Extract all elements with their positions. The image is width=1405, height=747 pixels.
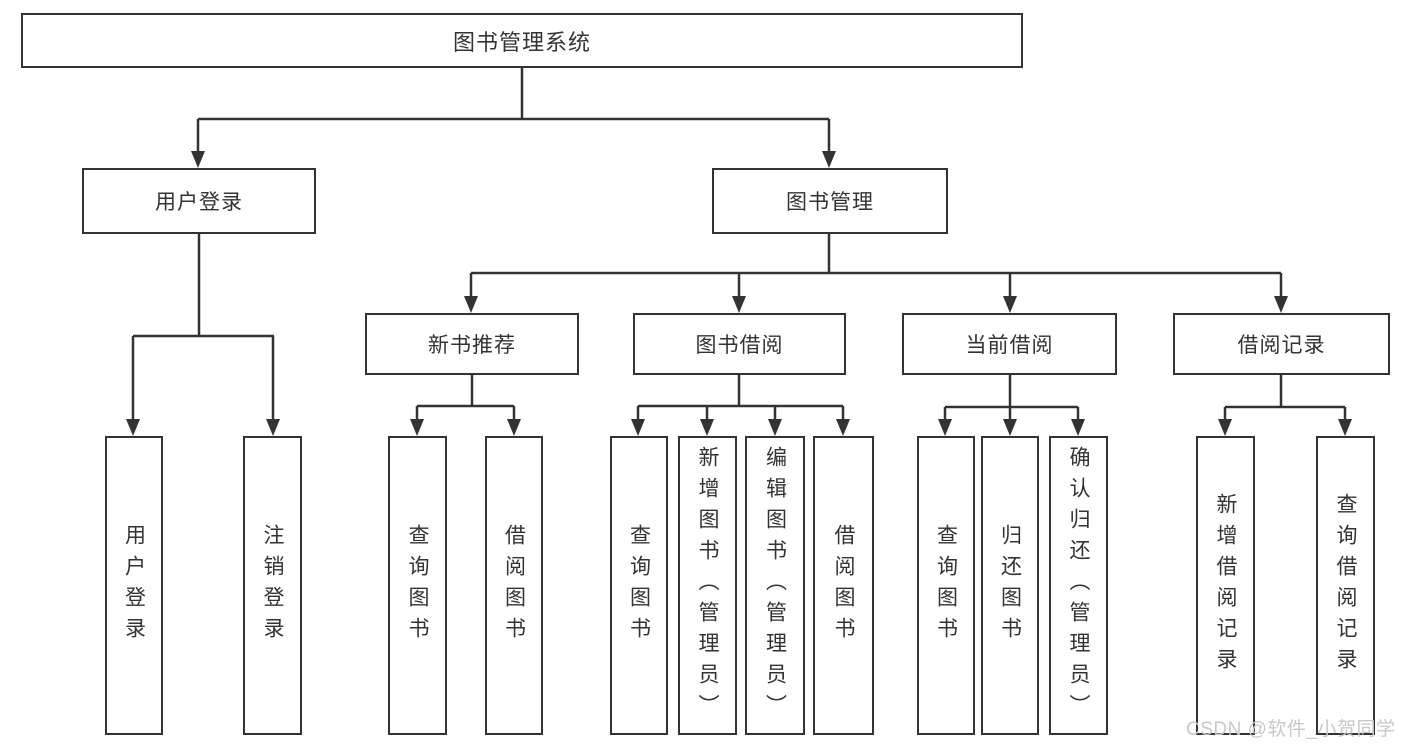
node-leaf-query-borrow-record: 查询借阅记录 (1316, 436, 1375, 735)
node-leaf-borrow-books-recommend: 借阅图书 (485, 436, 543, 735)
connector-borrow-record-split (1218, 375, 1352, 436)
node-book-borrow: 图书借阅 (633, 313, 846, 375)
arrow-head (1218, 419, 1232, 436)
arrow-head (507, 419, 521, 436)
arrow-head (732, 296, 746, 313)
node-book-management: 图书管理 (712, 168, 948, 234)
arrow-head (836, 419, 850, 436)
node-root: 图书管理系统 (21, 13, 1023, 68)
arrow-head (631, 419, 645, 436)
arrow-head (464, 296, 478, 313)
node-leaf-confirm-return-admin: 确认归还（管理员） (1049, 436, 1108, 735)
connector-book-mgmt-split (464, 234, 1288, 313)
node-leaf-user-login: 用户登录 (105, 436, 163, 735)
arrow-head (1338, 419, 1352, 436)
watermark: CSDN @软件_小贺同学 (1186, 719, 1396, 740)
arrow-head (191, 151, 205, 168)
arrow-head (1003, 419, 1017, 436)
node-borrow-record: 借阅记录 (1173, 313, 1390, 375)
node-user-login: 用户登录 (82, 168, 316, 234)
arrow-head (266, 419, 280, 436)
node-leaf-query-books-recommend: 查询图书 (388, 436, 447, 735)
node-leaf-edit-books-admin: 编辑图书（管理员） (745, 436, 805, 735)
connector-current-borrow-split (938, 375, 1085, 436)
connector-book-borrow-split (631, 375, 850, 436)
node-leaf-query-books: 查询图书 (610, 436, 668, 735)
connector-root-split (191, 68, 836, 168)
arrow-head (1071, 419, 1085, 436)
arrow-head (822, 151, 836, 168)
node-leaf-borrow-books: 借阅图书 (813, 436, 874, 735)
arrow-head (768, 419, 782, 436)
node-leaf-logout: 注销登录 (243, 436, 302, 735)
node-leaf-query-books-current: 查询图书 (917, 436, 975, 735)
connector-new-book-rec-split (410, 375, 521, 436)
node-leaf-add-books-admin: 新增图书（管理员） (678, 436, 737, 735)
arrow-head (700, 419, 714, 436)
arrow-head (126, 419, 140, 436)
arrow-head (1003, 296, 1017, 313)
arrow-head (938, 419, 952, 436)
connector-user-login-split (126, 234, 280, 436)
node-current-borrow: 当前借阅 (902, 313, 1117, 375)
node-leaf-return-books: 归还图书 (981, 436, 1039, 735)
node-leaf-add-borrow-record: 新增借阅记录 (1196, 436, 1255, 735)
arrow-head (1274, 296, 1288, 313)
arrow-head (410, 419, 424, 436)
node-new-book-recommend: 新书推荐 (365, 313, 579, 375)
